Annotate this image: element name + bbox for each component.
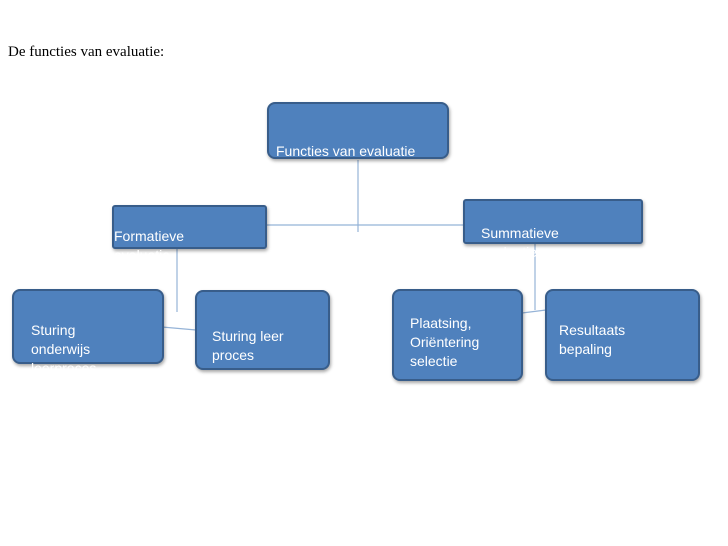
page-title: De functies van evaluatie: bbox=[8, 44, 165, 60]
node-label: Plaatsing, Oriëntering selectie bbox=[410, 315, 480, 369]
node-sturing-leer-proces: Sturing leer proces bbox=[195, 290, 330, 370]
node-summatieve-evaluatie: Summatieve evaluatie bbox=[463, 199, 643, 260]
node-label: Sturing onderwijs leerproces bbox=[31, 322, 97, 376]
node-formatieve-evaluatie: Formatieve evaluatie bbox=[112, 205, 267, 263]
node-plaatsing-orientering-selectie: Plaatsing, Oriëntering selectie bbox=[392, 289, 523, 381]
node-sturing-onderwijs-leerproces: Sturing onderwijs leerproces bbox=[12, 289, 164, 376]
node-label: Functies van evaluatie bbox=[276, 143, 416, 159]
node-label: Sturing leer proces bbox=[212, 328, 284, 363]
connector-sturing-link bbox=[161, 326, 197, 331]
node-functies-van-evaluatie: Functies van evaluatie bbox=[267, 102, 449, 159]
node-label: Resultaats bepaling bbox=[559, 322, 626, 357]
node-label: Summatieve evaluatie bbox=[481, 225, 559, 260]
node-label: Formatieve evaluatie bbox=[114, 228, 185, 263]
connector-plaatsing-link bbox=[521, 309, 547, 314]
node-resultaats-bepaling: Resultaats bepaling bbox=[545, 289, 700, 381]
